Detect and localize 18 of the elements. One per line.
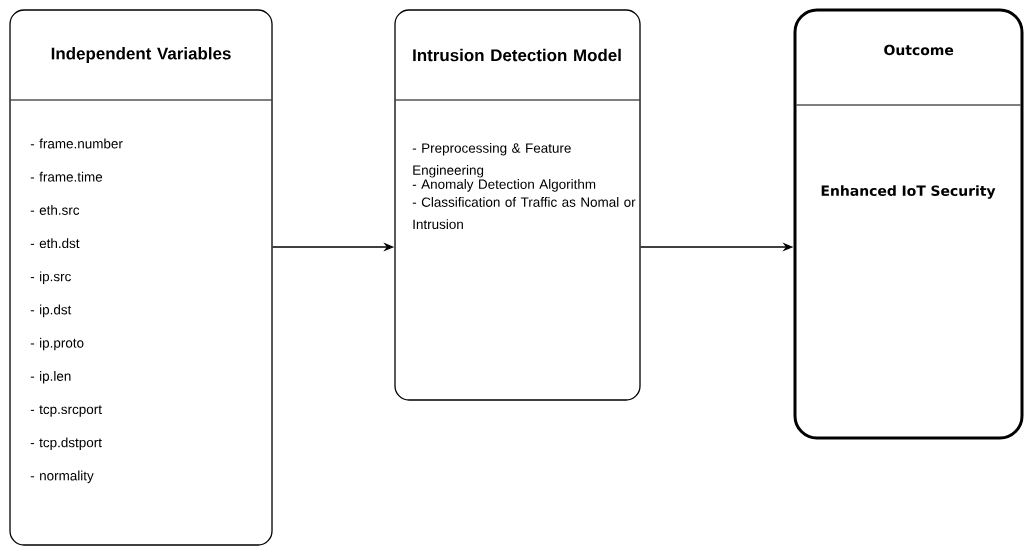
list-item: - ip.len [30, 371, 71, 384]
box-heading: Outcome [884, 44, 954, 56]
box-heading: Intrusion Detection Model [413, 48, 621, 62]
list-item: - ip.src [30, 271, 71, 284]
list-item: - Anomaly Detection Algorithm [412, 179, 596, 192]
list-item: - eth.src [30, 205, 80, 215]
list-item: - tcp.dstport [30, 437, 102, 450]
box-heading: Independent Variables [51, 47, 231, 63]
list-item: - frame.number [30, 138, 123, 149]
list-item: - ip.proto [30, 337, 84, 351]
list-item: - Preprocessing & Feature Engineering [412, 142, 571, 178]
list-item: - normality [30, 470, 94, 484]
list-item: - tcp.srcport [30, 405, 102, 417]
list-item: - eth.dst [30, 238, 80, 249]
list-item: - Classification of Traffic as Nomal or Intrusion [412, 197, 636, 229]
list-item: - ip.dst [30, 304, 72, 318]
list-item: - frame.time [30, 171, 103, 182]
outcome-text: Enhanced IoT Security [821, 185, 996, 199]
